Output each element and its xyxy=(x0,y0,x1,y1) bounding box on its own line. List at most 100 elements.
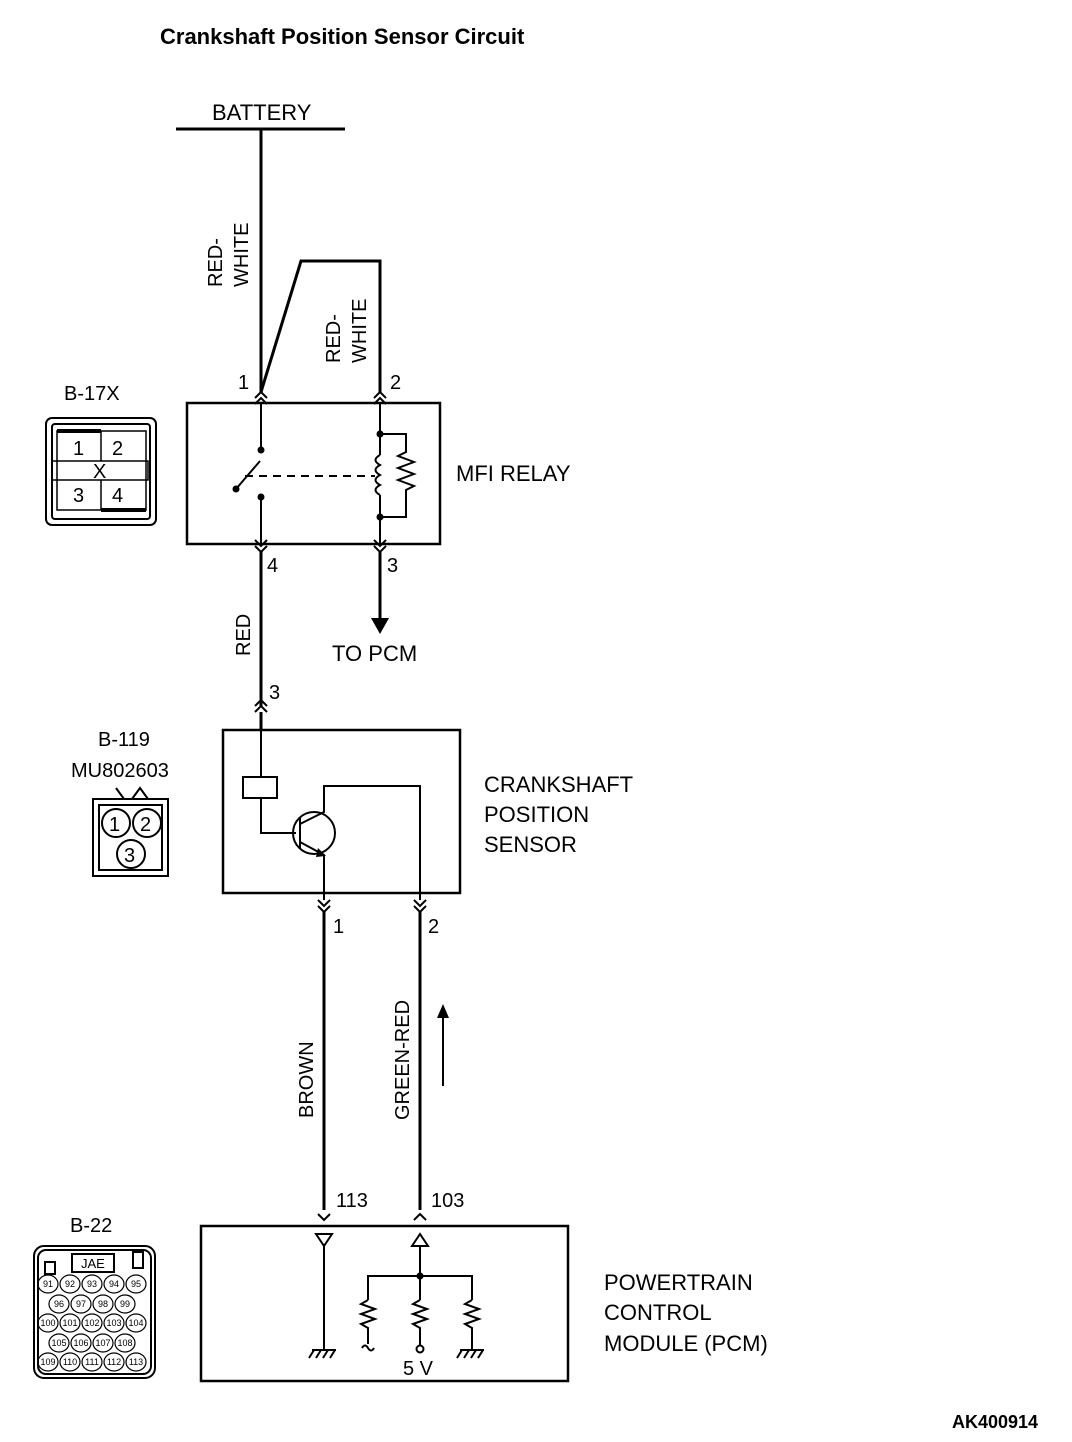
sensor-transistor xyxy=(292,811,336,855)
pcm-connector-pin xyxy=(92,1294,114,1314)
pcm-pin-113: 113 xyxy=(336,1190,368,1212)
pcm-connector-pin xyxy=(114,1333,136,1353)
relay-pin-1: 1 xyxy=(238,372,249,394)
pcm-connector-pin-label: 93 xyxy=(87,1279,97,1289)
relay-pin-3: 3 xyxy=(387,555,398,577)
sensor-pin-3: 3 xyxy=(269,682,280,704)
pcm-input-103-marker xyxy=(410,1232,430,1247)
pcm-connector-pin-label: 110 xyxy=(63,1357,77,1367)
sensor-pin3-markers xyxy=(254,698,268,713)
pcm-connector-pin xyxy=(48,1294,70,1314)
pcm-ac-ground-icon xyxy=(361,1344,375,1352)
pcm-connector-pin-label: 96 xyxy=(54,1299,64,1309)
relay-pin-4: 4 xyxy=(267,555,278,577)
pcm-box xyxy=(199,1224,570,1383)
pcm-connector-id: B-22 xyxy=(70,1215,112,1237)
sensor-box xyxy=(221,728,462,895)
pcm-connector-pin-label: 105 xyxy=(51,1338,66,1348)
sensor-connector-face xyxy=(92,786,169,877)
battery-label: BATTERY xyxy=(212,100,312,125)
pcm-connector-pin-label: 97 xyxy=(76,1299,86,1309)
pcm-input-113-marker xyxy=(314,1233,334,1248)
relay-connector-id: B-17X xyxy=(64,383,120,405)
pcm-connector-pin xyxy=(103,1274,125,1294)
pcm-connector-pin xyxy=(81,1313,103,1333)
pcm-connector-pin xyxy=(103,1313,125,1333)
pcm-connector-pin xyxy=(70,1294,92,1314)
pcm-connector-pin xyxy=(92,1333,114,1353)
to-pcm-label: TO PCM xyxy=(332,641,417,666)
sensor-part-number: MU802603 xyxy=(71,760,169,782)
pcm-connector-pin xyxy=(81,1274,103,1294)
pcm-pin-markers xyxy=(317,1212,427,1222)
wire-label-line: RED- xyxy=(323,314,345,363)
pcm-connector-pin-label: 104 xyxy=(128,1318,143,1328)
relay-resistor xyxy=(380,433,417,518)
pcm-connector-pin-label: 100 xyxy=(40,1318,55,1328)
pcm-supply-label: 5 V xyxy=(403,1358,434,1380)
pcm-connector-pin-label: 111 xyxy=(85,1357,99,1367)
sensor-face-2: 2 xyxy=(140,814,151,836)
diagram-title: Crankshaft Position Sensor Circuit xyxy=(160,24,525,49)
pcm-connector-pin xyxy=(114,1294,136,1314)
wire-label-red-white-1: RED- WHITE xyxy=(205,223,253,287)
pcm-connector-pin-label: 99 xyxy=(120,1299,130,1309)
pcm-connector-pin xyxy=(59,1352,81,1372)
document-code: AK400914 xyxy=(952,1412,1038,1432)
pcm-connector-pin-label: 92 xyxy=(65,1279,75,1289)
pcm-connector-pin-label: 91 xyxy=(43,1279,53,1289)
sensor-pin-2: 2 xyxy=(428,916,439,938)
sensor-emitter-arrow xyxy=(316,848,326,857)
wire-label-green-red: GREEN-RED xyxy=(392,1000,414,1120)
wire-label-red-white-2: RED- WHITE xyxy=(323,299,371,363)
pcm-connector-face xyxy=(33,1245,156,1379)
relay-coil xyxy=(374,454,383,496)
sensor-collector xyxy=(299,785,421,900)
pcm-connector-pin xyxy=(70,1333,92,1353)
pcm-connector-pin xyxy=(59,1274,81,1294)
pcm-connector-pin-label: 98 xyxy=(98,1299,108,1309)
pcm-connector-pin-label: 106 xyxy=(73,1338,88,1348)
pcm-connector-pin-label: 94 xyxy=(109,1279,119,1289)
pcm-connector-pin xyxy=(81,1352,103,1372)
wire-battery-relay-pin2 xyxy=(259,259,382,393)
pcm-connector-pin-label: 107 xyxy=(95,1338,110,1348)
sensor-face-1: 1 xyxy=(109,814,120,836)
to-pcm-arrow xyxy=(371,618,389,634)
pcm-resistor-left xyxy=(358,1299,378,1344)
pcm-connector-pin-label: 113 xyxy=(129,1357,143,1367)
pcm-connector-pin xyxy=(37,1313,59,1333)
wire-label-brown: BROWN xyxy=(296,1041,318,1118)
pcm-connector-pin-label: 112 xyxy=(107,1357,121,1367)
pcm-ground-icon-1 xyxy=(308,1349,336,1359)
pcm-pin-103: 103 xyxy=(431,1190,464,1212)
pcm-connector-pin xyxy=(48,1333,70,1353)
sensor-face-3: 3 xyxy=(124,845,135,867)
pcm-5v-terminal xyxy=(415,1344,425,1354)
mfi-relay-label: MFI RELAY xyxy=(456,461,571,486)
pcm-connector-pin xyxy=(37,1274,59,1294)
pcm-resistor-right xyxy=(462,1299,482,1350)
sensor-base-lead xyxy=(260,798,296,834)
sensor-label-3: SENSOR xyxy=(484,832,577,857)
pcm-label-3: MODULE (PCM) xyxy=(604,1331,768,1356)
relay-pin-markers xyxy=(254,390,387,554)
pcm-connector-pin xyxy=(125,1352,147,1372)
sensor-label-2: POSITION xyxy=(484,802,589,827)
pcm-connector-pin xyxy=(37,1352,59,1372)
pcm-ground-icon-2 xyxy=(456,1349,484,1359)
pcm-connector-pin-label: 109 xyxy=(40,1357,55,1367)
mfi-relay-box xyxy=(185,401,442,546)
pcm-connector-pin xyxy=(59,1313,81,1333)
sensor-connector-id: B-119 xyxy=(98,729,150,751)
pcm-label-2: CONTROL xyxy=(604,1300,712,1325)
pcm-resistor-middle xyxy=(410,1299,430,1346)
pcm-connector-pin-label: 102 xyxy=(84,1318,99,1328)
wire-label-line: WHITE xyxy=(231,223,253,287)
relay-connector-face xyxy=(45,417,157,526)
pcm-connector-pin xyxy=(103,1352,125,1372)
relay-pin-2: 2 xyxy=(390,372,401,394)
pcm-label-1: POWERTRAIN xyxy=(604,1270,753,1295)
